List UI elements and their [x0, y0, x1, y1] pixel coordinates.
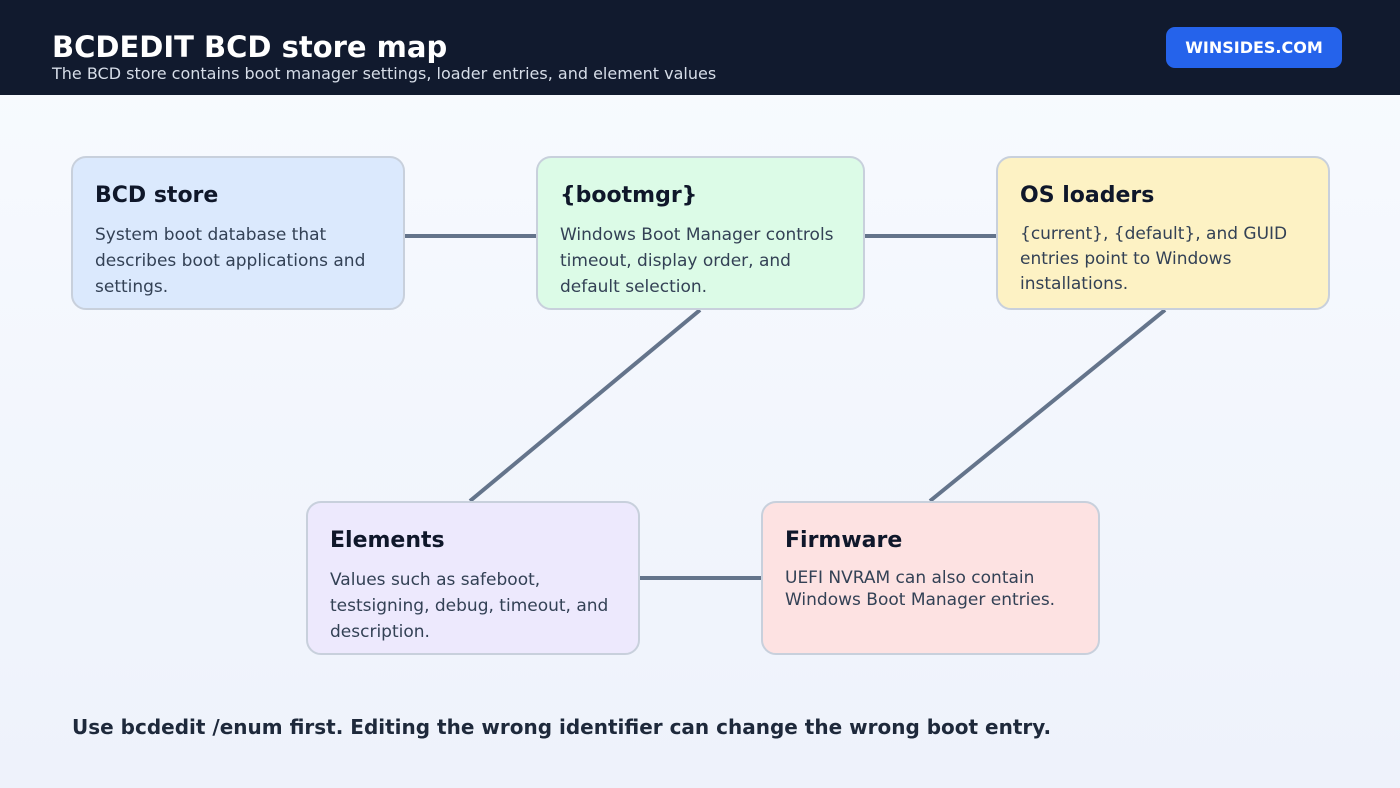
node-title: Firmware [785, 528, 903, 553]
connector-os-loaders-firmware [928, 308, 1167, 503]
node-description: System boot database that describes boot… [95, 225, 366, 297]
node-description: {current}, {default}, and GUID entries p… [1020, 224, 1288, 294]
node-title: OS loaders [1020, 183, 1155, 208]
connector-bootmgr-elements [468, 308, 702, 503]
node-description: Windows Boot Manager controls timeout, d… [560, 225, 834, 297]
footer-note: Use bcdedit /enum first. Editing the wro… [72, 715, 1052, 739]
node-firmware: Firmware UEFI NVRAM can also contain Win… [761, 501, 1100, 655]
node-bcd-store: BCD store System boot database that desc… [71, 156, 405, 310]
page-subtitle: The BCD store contains boot manager sett… [52, 64, 717, 83]
node-title: Elements [330, 528, 445, 553]
page-title: BCDEDIT BCD store map [52, 30, 448, 64]
node-description: Values such as safeboot, testsigning, de… [330, 570, 609, 642]
brand-badge[interactable]: WINSIDES.COM [1166, 27, 1342, 68]
node-bootmgr: {bootmgr} Windows Boot Manager controls … [536, 156, 865, 310]
node-title: BCD store [95, 183, 219, 208]
header-bar: BCDEDIT BCD store map The BCD store cont… [0, 0, 1400, 95]
node-os-loaders: OS loaders {current}, {default}, and GUI… [996, 156, 1330, 310]
node-description: UEFI NVRAM can also contain Windows Boot… [785, 568, 1056, 610]
node-title: {bootmgr} [560, 183, 698, 208]
node-elements: Elements Values such as safeboot, testsi… [306, 501, 640, 655]
